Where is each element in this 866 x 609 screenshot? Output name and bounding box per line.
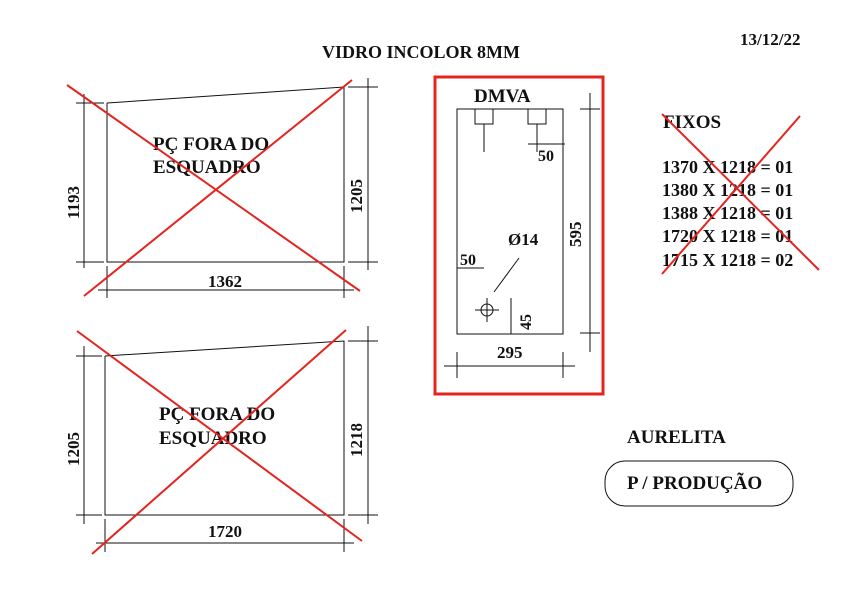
detail-notch-offset: 50	[538, 148, 554, 165]
status-badge: P / PRODUÇÃO	[627, 472, 762, 494]
piece-2-left-height: 1205	[64, 432, 83, 466]
piece-1-strike-line-b	[83, 79, 353, 297]
piece-1-right-height: 1205	[347, 179, 366, 213]
fixos-item: 1715 X 1218 = 02	[662, 250, 793, 270]
piece-2-note-line1: PÇ FORA DO	[159, 404, 275, 425]
piece-1-width: 1362	[208, 272, 242, 291]
fixos-item: 1370 X 1218 = 01	[662, 157, 793, 177]
detail-height: 595	[566, 222, 585, 248]
piece-2-note-line2: ESQUADRO	[159, 428, 267, 449]
fixos-item: 1380 X 1218 = 01	[662, 180, 793, 200]
status-badge-frame	[604, 460, 794, 507]
detail-width: 295	[497, 343, 523, 362]
detail-piece: DMVA 50 Ø14 50 45 595 295	[433, 75, 605, 396]
piece-1-note-line2: ESQUADRO	[153, 157, 261, 178]
detail-highlight-frame	[433, 75, 605, 396]
detail-outline	[456, 108, 564, 335]
fixos-item: 1720 X 1218 = 01	[662, 226, 793, 246]
piece-1-strike-line-a	[66, 84, 361, 292]
piece-2-strike-line-b	[91, 329, 347, 555]
drawing-date: 13/12/22	[740, 30, 800, 49]
piece-1-note-line1: PÇ FORA DO	[153, 134, 269, 155]
drawing-title: VIDRO INCOLOR 8MM	[322, 42, 520, 62]
fixos-list: FIXOS 1370 X 1218 = 01 1380 X 1218 = 01 …	[661, 112, 820, 275]
detail-hole-leader	[493, 257, 520, 293]
piece-2: 1205 1218 1720 PÇ FORA DO ESQUADRO	[64, 326, 378, 555]
detail-hole-bottom-offset: 45	[518, 314, 535, 330]
piece-1-outline	[106, 86, 345, 263]
piece-1: 1193 1205 1362 PÇ FORA DO ESQUADRO	[64, 78, 378, 298]
detail-hole-side-offset: 50	[460, 252, 476, 269]
piece-2-right-height: 1218	[347, 423, 366, 457]
piece-2-width: 1720	[208, 522, 242, 541]
detail-notch-right	[527, 109, 547, 125]
piece-2-strike-line-a	[76, 330, 363, 542]
piece-2-outline	[104, 340, 345, 516]
detail-label: DMVA	[474, 86, 531, 107]
client-name: AURELITA	[627, 427, 726, 448]
fixos-strike-line-b	[661, 115, 801, 275]
piece-1-left-height: 1193	[64, 186, 83, 219]
detail-hole-diameter: Ø14	[508, 230, 539, 249]
fixos-strike-line-a	[661, 113, 820, 271]
detail-notch-left	[474, 109, 494, 125]
fixos-item: 1388 X 1218 = 01	[662, 203, 793, 223]
fixos-title: FIXOS	[663, 112, 721, 133]
